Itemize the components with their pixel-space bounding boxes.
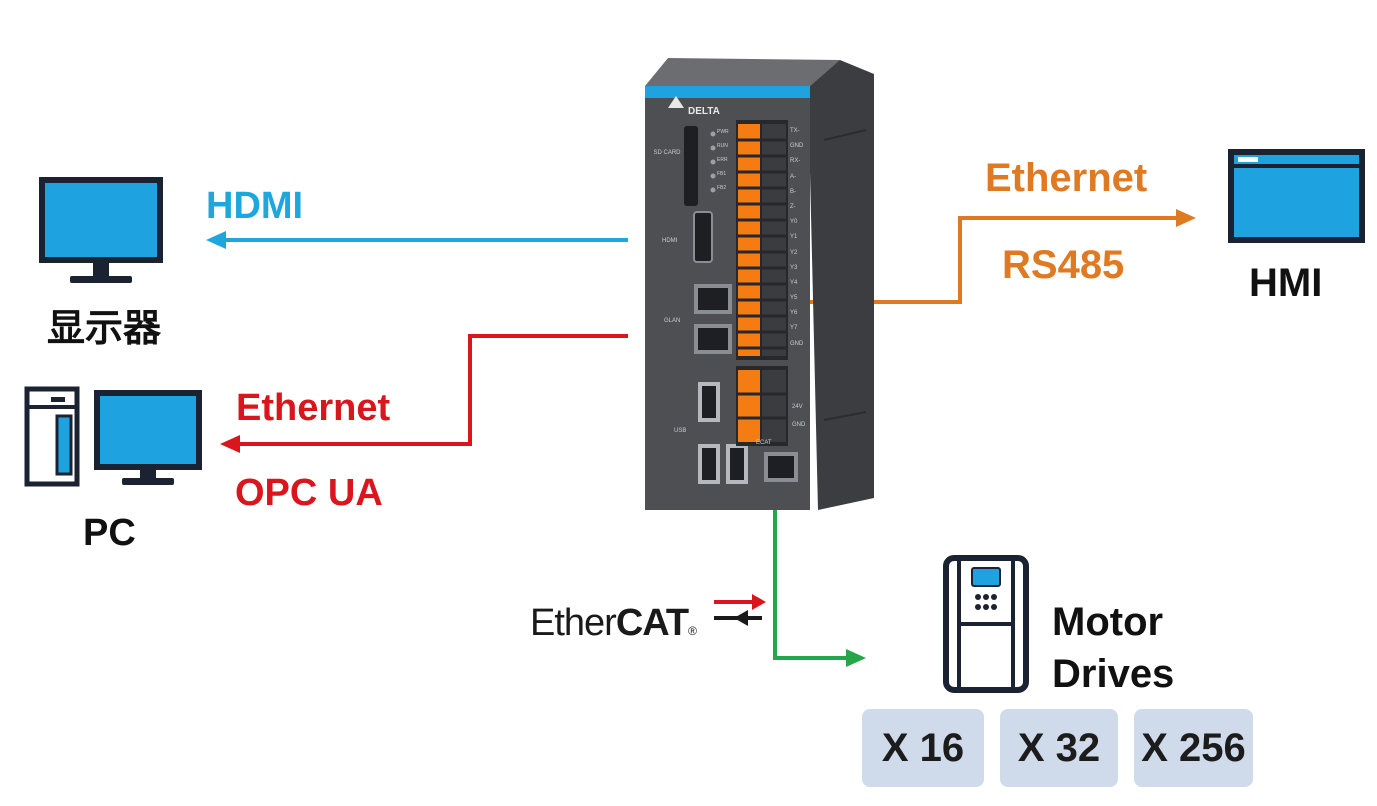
terminal-label: Y3 [790, 264, 798, 271]
multiplier-chip: X 32 [1000, 709, 1118, 787]
motor-label-line: Motor [1052, 600, 1164, 644]
terminal-label: Y0 [790, 219, 798, 226]
led-label: RUN [717, 143, 728, 149]
terminal-label: Y7 [790, 325, 798, 332]
motor-drives-label: Motor Drives [1052, 596, 1174, 700]
opc-ua-label: OPC UA [235, 472, 383, 514]
hdmi-label: HDMI [206, 185, 304, 227]
multiplier-chip-label: X 256 [1141, 725, 1246, 770]
led-label: ERR [717, 157, 728, 163]
power-label-list: 24V GND [792, 404, 810, 440]
hmi-ethernet-arrowhead [1176, 209, 1196, 227]
controller-usb-label: USB [674, 428, 687, 434]
pc-label: PC [83, 512, 136, 554]
hmi-label: HMI [1249, 261, 1323, 305]
ethercat-arrowhead [846, 649, 866, 667]
controller-sd-card-label: SD CARD [653, 150, 681, 156]
controller-hdmi-label: HDMI [662, 238, 678, 244]
terminal-label: Y5 [790, 295, 798, 302]
terminal-label: GND [790, 143, 804, 150]
terminal-label: TX- [790, 128, 800, 134]
led-label-list: PWR RUN ERR FB1 FB2 [717, 129, 737, 199]
controller-ecat-label: ECAT [756, 440, 772, 446]
led-label: PWR [717, 129, 729, 135]
controller-glan-label: GLAN [664, 318, 681, 324]
ethercat-registered-mark: ® [688, 624, 697, 638]
terminal-label: RX- [790, 158, 801, 165]
pc-ethernet-arrowhead [220, 435, 240, 453]
controller-brand: DELTA [688, 106, 720, 117]
hmi-ethernet-label: Ethernet [985, 156, 1148, 200]
pc-ethernet-label: Ethernet [236, 387, 391, 429]
multiplier-chip: X 256 [1134, 709, 1253, 787]
terminal-label: B- [790, 188, 796, 195]
ethercat-line [773, 508, 848, 660]
led-label: FB2 [717, 185, 727, 191]
ethercat-prefix: Ether [530, 602, 617, 644]
led-label: FB1 [717, 171, 727, 177]
power-label: 24V [792, 404, 803, 410]
ethercat-logo: EtherCAT® [530, 604, 697, 642]
terminal-label: Y1 [790, 234, 798, 241]
multiplier-chip-label: X 16 [881, 725, 965, 770]
terminal-label: GND [790, 340, 804, 347]
terminal-label: Y6 [790, 310, 798, 317]
multiplier-chip-label: X 32 [1017, 725, 1101, 770]
terminal-label: Y2 [790, 249, 798, 256]
ethercat-suffix: CAT [615, 602, 689, 644]
power-label: GND [792, 422, 806, 428]
multiplier-chip: X 16 [862, 709, 984, 787]
pc-ethernet-line [236, 334, 628, 446]
rs485-label: RS485 [1002, 243, 1125, 287]
monitor-label: 显示器 [46, 308, 161, 350]
terminal-label-list: TX- GND RX- A- B- Z- Y0 Y1 Y2 Y3 Y4 Y5 Y… [790, 128, 810, 356]
terminal-label: Y4 [790, 279, 798, 286]
hdmi-arrowhead [206, 231, 226, 249]
terminal-label: A- [790, 173, 796, 180]
drives-label-line: Drives [1052, 652, 1175, 696]
terminal-label: Z- [790, 203, 796, 210]
